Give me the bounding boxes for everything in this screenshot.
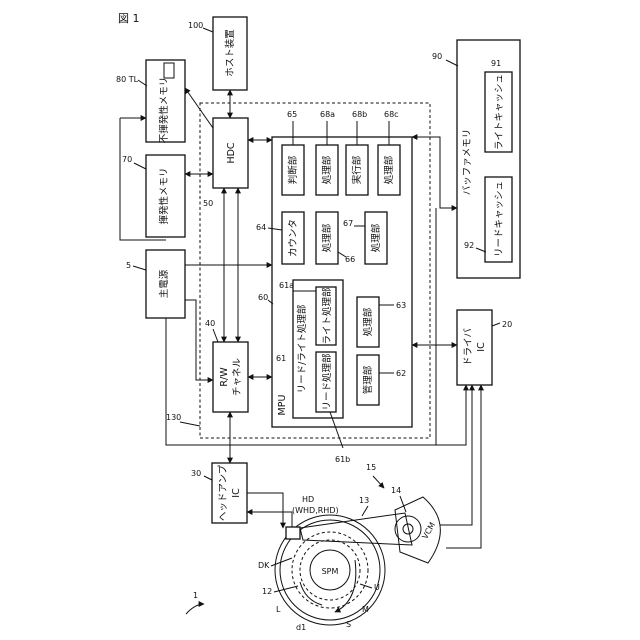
- mpu-buffer-link: [412, 137, 457, 208]
- driver-ic-label-1: ドライバ: [463, 328, 474, 366]
- ref-68b: 68b: [352, 110, 367, 119]
- mpu-label: MPU: [277, 395, 288, 416]
- ref-s: S: [346, 620, 351, 629]
- ref-62: 62: [396, 369, 406, 378]
- ref-63: 63: [396, 301, 406, 310]
- ref-u: U: [374, 583, 380, 592]
- ref-61: 61: [276, 354, 286, 363]
- ref-50: 50: [203, 199, 213, 208]
- head-amp-label-1: ヘッドアンプ: [218, 464, 229, 521]
- rw-channel-label-2: チャネル: [232, 358, 243, 396]
- ref-80: 80 TL: [116, 75, 139, 84]
- volatile-memory-label: 揮発性メモリ: [158, 167, 170, 224]
- ref-14: 14: [391, 486, 401, 495]
- ref-12: 12: [262, 587, 272, 596]
- ref-100: 100: [188, 21, 203, 30]
- ref-66: 66: [345, 255, 355, 264]
- vcm-label: VCM: [420, 521, 437, 541]
- read-processing-label: リード処理部: [321, 353, 333, 410]
- ref-m: M: [362, 605, 369, 614]
- ref-60: 60: [258, 293, 268, 302]
- judge-label: 判断部: [287, 156, 299, 185]
- proc67-label: 処理部: [370, 224, 382, 253]
- ref-30: 30: [191, 469, 201, 478]
- rw-channel-label-1: R/W: [219, 367, 230, 387]
- head-amp-label-2: IC: [231, 488, 242, 498]
- ref-90: 90: [432, 52, 442, 61]
- main-power-label: 主電源: [158, 269, 170, 298]
- ref-68c: 68c: [384, 110, 399, 119]
- ref-70: 70: [122, 155, 132, 164]
- counter-label: カウンタ: [288, 219, 299, 257]
- ref-hd-sub: (WHD,RHD): [292, 506, 339, 515]
- ref-hd: HD: [302, 495, 314, 504]
- exec-label: 実行部: [351, 156, 363, 185]
- write-processing-label: ライト処理部: [321, 287, 333, 344]
- buffer-memory-label: バッファメモリ: [462, 129, 473, 196]
- ref-61b: 61b: [335, 455, 350, 464]
- ref-68a: 68a: [320, 110, 335, 119]
- disk-mechanism: SPM VCM: [275, 497, 440, 625]
- ref-1: 1: [193, 591, 198, 600]
- driver-ic-label-2: IC: [476, 342, 487, 352]
- ref-64: 64: [256, 223, 266, 232]
- headamp-head-link: [247, 493, 283, 528]
- driver-vcm-link: [446, 385, 481, 548]
- manage-label: 管理部: [362, 366, 374, 395]
- nonvolatile-memory-label: 不揮発性メモリ: [158, 77, 170, 144]
- ref-67: 67: [343, 219, 353, 228]
- ref-130: 130: [166, 413, 181, 422]
- read-cache-label: リードキャッシュ: [494, 181, 505, 257]
- ref-dk: DK: [258, 561, 270, 570]
- host-device-label: ホスト装置: [224, 29, 236, 77]
- ref-5: 5: [126, 261, 131, 270]
- head: [286, 527, 300, 539]
- ref-61a: 61a: [279, 281, 294, 290]
- ref-13: 13: [359, 496, 369, 505]
- proc63-label: 処理部: [362, 308, 374, 337]
- ref-d1: d1: [296, 623, 306, 632]
- hdc-nonvolatile-link: [185, 88, 213, 128]
- ref-20: 20: [502, 320, 512, 329]
- ref-91: 91: [491, 59, 501, 68]
- proc68a-label: 処理部: [321, 156, 333, 185]
- ref-92: 92: [464, 241, 474, 250]
- proc66-label: 処理部: [321, 224, 333, 253]
- proc68c-label: 処理部: [383, 156, 395, 185]
- ref-l: L: [276, 605, 281, 614]
- write-cache-label: ライトキャッシュ: [494, 74, 505, 150]
- figure-label: 図 1: [118, 12, 140, 25]
- ref-15: 15: [366, 463, 376, 472]
- rw-processing-label: リード/ライト処理部: [296, 305, 308, 394]
- ref-40: 40: [205, 319, 215, 328]
- ref-65: 65: [287, 110, 297, 119]
- spm-label: SPM: [322, 567, 339, 576]
- hdc-label: HDC: [226, 142, 237, 163]
